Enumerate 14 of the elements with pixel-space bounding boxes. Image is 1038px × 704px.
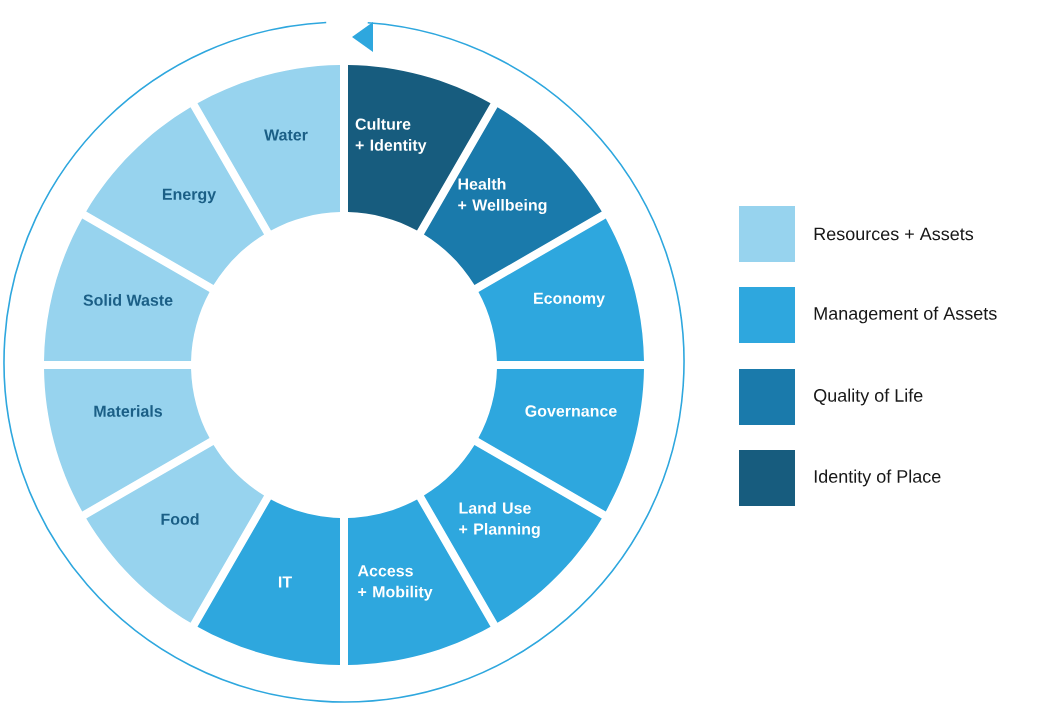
node-label: Food: [161, 513, 199, 525]
legend-label: Management of Assets: [814, 306, 997, 324]
node-label: Water: [264, 129, 308, 141]
wheel-segment: Economy: [478, 218, 644, 361]
legend-label: Quality of Life: [814, 388, 923, 406]
legend-label: Identity of Place: [814, 469, 941, 487]
node-label: Materials: [94, 405, 163, 417]
wheel-segment: Materials: [44, 369, 210, 512]
node-label: Solid Waste: [83, 294, 173, 306]
node-label: Governance: [525, 405, 617, 417]
wheel-segment: Solid Waste: [44, 218, 210, 361]
wheel-segment: Energy: [86, 107, 265, 286]
wheel-segment: Food: [86, 444, 265, 623]
legend-label: Resources + Assets: [814, 227, 974, 241]
